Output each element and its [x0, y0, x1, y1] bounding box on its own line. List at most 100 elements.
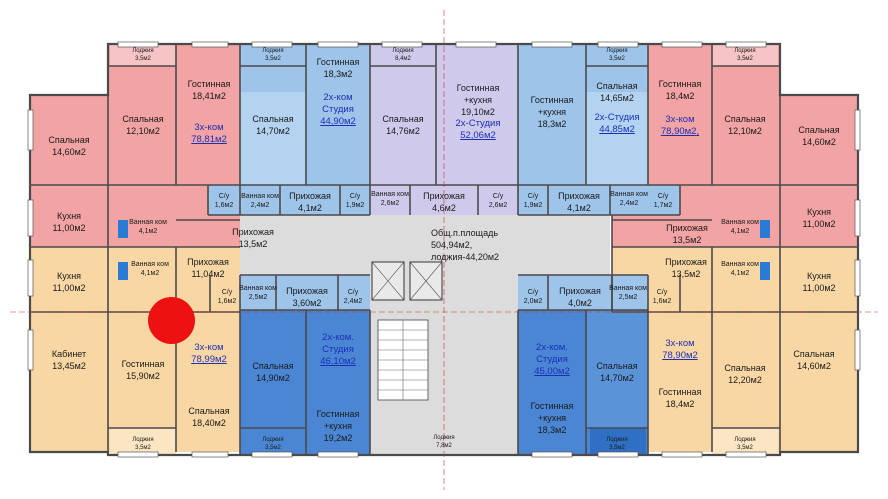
room-name: Лоджия	[606, 48, 628, 54]
room-area: 1,9м2	[345, 202, 365, 209]
unit-fill	[712, 428, 778, 454]
room-name: Прихожая	[423, 191, 465, 201]
room-area: 2,4м2	[619, 200, 639, 207]
location-marker[interactable]	[148, 297, 195, 344]
apartment-label[interactable]: 3х-ком 78,81м2	[191, 122, 227, 146]
room-area: 19,10м2	[461, 107, 495, 117]
apartment-label[interactable]: 2х-ком. Студия 45,00м2	[522, 342, 582, 378]
unit-fill	[208, 185, 370, 215]
apartment-area: 44,90м2	[320, 116, 356, 127]
room-area: 18,3м2	[537, 119, 567, 129]
room-area: 4,1м2	[567, 203, 591, 213]
room-area: 3,5м2	[135, 56, 151, 62]
room-name: Гостинная	[658, 387, 702, 397]
room-area: 2,6м2	[380, 200, 400, 207]
room-area: 13,5м2	[672, 235, 702, 245]
room-area: 4,1м2	[298, 203, 322, 213]
room-area: 19,2м2	[323, 433, 353, 443]
apartment-area: 46,10м2	[320, 356, 356, 367]
room-area: 11,00м2	[802, 283, 836, 293]
room-area: 3,5м2	[737, 56, 753, 62]
apartment-label[interactable]: 3х-ком 78,99м2	[191, 342, 227, 366]
apartment-label[interactable]: 2х-Студия 44,85м2	[595, 112, 640, 136]
apartment-area: 78,99м2	[191, 354, 227, 365]
apartment-type: 3х-ком	[665, 338, 695, 349]
room-area: 1,6м2	[217, 298, 237, 305]
room-name: Спальная	[596, 361, 638, 371]
room-name: Прихожая	[559, 286, 601, 296]
apartment-label[interactable]: 3х-ком 78,90м2	[662, 338, 698, 362]
room-name: Лоджия	[132, 48, 154, 54]
room-name: Гостинная +кухня	[530, 95, 574, 117]
apartment-area: 45,00м2	[534, 366, 570, 377]
room-name: Ванная ком	[610, 191, 648, 198]
room-area: 13,5м2	[671, 269, 701, 279]
room-area: 1,6м2	[214, 202, 234, 209]
room-name: Прихожая	[187, 257, 229, 267]
room-area: 3,5м2	[135, 445, 151, 451]
unit-fill	[240, 275, 370, 310]
unit-fill	[108, 45, 240, 185]
room-name: Спальная	[48, 135, 90, 145]
room-area: 13,5м2	[238, 239, 268, 249]
apartment-area: 78,90м2	[662, 350, 698, 361]
room-area: 18,4м2	[665, 91, 695, 101]
room-area: 12,10м2	[728, 126, 762, 136]
room-fill	[240, 92, 306, 185]
room-area: 3,5м2	[265, 56, 281, 62]
room-name: Лоджия	[262, 437, 284, 443]
room-label-bathroom: Ванная ком 2,4м2	[610, 190, 648, 208]
unit-fill	[612, 247, 858, 452]
room-name: Гостинная	[316, 57, 360, 67]
room-name: Гостинная	[187, 79, 231, 89]
apartment-label[interactable]: 2х-ком Студия 44,90м2	[308, 92, 368, 128]
apartment-label[interactable]: 2х-Студия 52,06м2	[456, 118, 501, 142]
room-area: 2,5м2	[618, 294, 638, 301]
unit-fill	[590, 428, 646, 454]
apartment-label[interactable]: 3х-ком 78,90м2,	[661, 114, 699, 138]
apartment-area: 78,90м2,	[660, 126, 700, 137]
room-area: 18,3м2	[323, 69, 353, 79]
room-label-loggia: Лоджия 3,5м2	[132, 47, 153, 63]
room-name: Лоджия	[433, 435, 455, 441]
room-area: 4,1м2	[730, 228, 750, 235]
room-name: Спальная	[382, 114, 424, 124]
room-name: Спальная	[798, 125, 840, 135]
unit-fill	[518, 185, 680, 215]
room-name: Гостинная +кухня	[316, 409, 360, 431]
room-area: 11,00м2	[802, 219, 836, 229]
room-name: С/у	[221, 289, 233, 296]
room-label-wc: С/у 1,6м2	[218, 288, 236, 306]
room-area: 11,04м2	[191, 269, 225, 279]
room-fill	[586, 92, 648, 185]
room-area: 2,6м2	[488, 202, 508, 209]
room-name: Прихожая	[289, 191, 331, 201]
apartment-label[interactable]: 2х-ком. Студия 46,10м2	[308, 332, 368, 368]
